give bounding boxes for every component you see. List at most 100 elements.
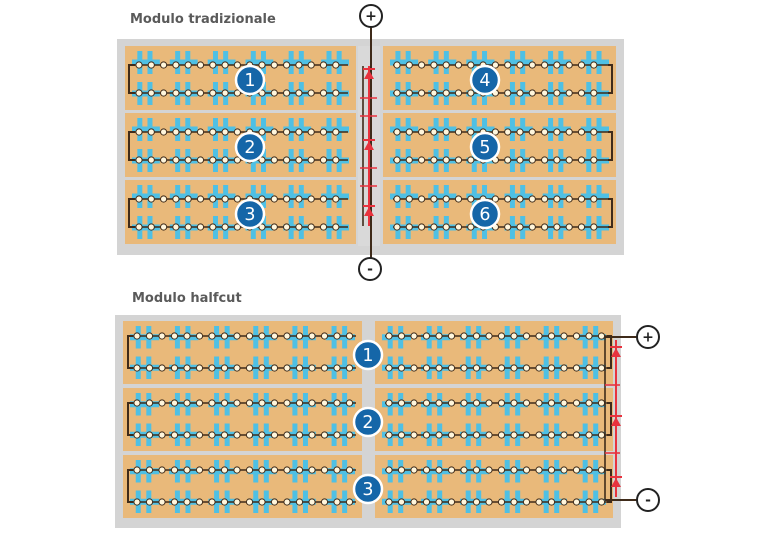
traditional-negative-terminal: - [358, 257, 382, 281]
solder-joint [135, 89, 143, 97]
solder-joint [345, 466, 354, 474]
solder-joint [460, 332, 468, 340]
solder-joint [332, 195, 340, 203]
solder-joint [405, 89, 413, 97]
solder-joint [295, 195, 303, 203]
string-number: 1 [244, 71, 255, 91]
solder-joint [233, 223, 241, 231]
solder-joint [208, 399, 216, 407]
string-loop [127, 335, 133, 369]
solder-joint [233, 61, 241, 69]
string-loop [608, 131, 613, 161]
solder-joint [410, 498, 418, 506]
solder-joint [497, 498, 506, 506]
solder-joint [319, 156, 328, 164]
solder-joint [541, 89, 549, 97]
solder-joint [208, 364, 216, 372]
solder-joint [283, 89, 291, 97]
solder-joint [410, 364, 418, 372]
solder-joint [145, 399, 154, 407]
solder-joint [393, 156, 401, 164]
solder-joint [220, 332, 229, 340]
solder-joint [233, 466, 241, 474]
solder-joint [393, 61, 401, 69]
solder-joint [405, 61, 413, 69]
solder-joint [522, 364, 531, 372]
solder-joint [422, 364, 431, 372]
solder-joint [158, 431, 166, 439]
solder-joint [320, 431, 329, 439]
solder-joint [590, 89, 598, 97]
solder-joint [510, 498, 518, 506]
solar-cell [387, 183, 422, 210]
string-loop [128, 64, 135, 94]
solder-joint [295, 431, 304, 439]
solder-joint [572, 399, 581, 407]
string-number: 2 [244, 138, 255, 158]
string-number: 1 [362, 346, 373, 366]
solder-joint [270, 128, 278, 136]
solder-joint [147, 128, 155, 136]
solder-joint [245, 431, 254, 439]
solder-joint [208, 498, 216, 506]
solder-joint [460, 364, 468, 372]
solder-joint [160, 156, 168, 164]
solder-joint [258, 195, 266, 203]
solder-joint [577, 223, 586, 231]
solder-joint [147, 61, 155, 69]
solder-joint [147, 89, 155, 97]
solder-joint [258, 364, 266, 372]
solder-joint [430, 195, 438, 203]
solder-joint [332, 156, 340, 164]
solder-joint [283, 61, 291, 69]
solder-joint [522, 498, 531, 506]
solder-joint [333, 364, 341, 372]
solar-cell [425, 183, 460, 210]
solder-joint [541, 61, 549, 69]
string-number-badge: 2 [234, 131, 266, 163]
solder-joint [170, 364, 179, 372]
solder-joint [133, 332, 141, 340]
solder-joint [560, 466, 568, 474]
solder-joint [195, 399, 204, 407]
solder-joint [385, 431, 393, 439]
solder-joint [422, 399, 431, 407]
solder-joint [535, 498, 543, 506]
string-loop [608, 198, 613, 228]
solder-joint [430, 223, 438, 231]
solder-joint [541, 195, 549, 203]
solder-joint [319, 61, 328, 69]
solder-joint [208, 431, 216, 439]
solder-joint [307, 61, 315, 69]
solder-joint [454, 156, 463, 164]
solar-cell [127, 324, 163, 351]
solder-joint [485, 431, 493, 439]
solder-joint [430, 128, 438, 136]
solder-joint [447, 399, 456, 407]
solder-joint [454, 89, 463, 97]
solder-joint [221, 61, 229, 69]
solder-joint [565, 89, 573, 97]
solder-joint [283, 195, 291, 203]
solder-joint [209, 128, 217, 136]
solar-cell [204, 183, 239, 210]
solder-joint [528, 89, 536, 97]
solder-joint [283, 399, 291, 407]
solar-cell [425, 116, 460, 143]
solder-joint [528, 195, 536, 203]
solder-joint [535, 399, 543, 407]
solder-joint [577, 128, 586, 136]
solder-joint [308, 431, 316, 439]
solder-joint [535, 431, 543, 439]
solder-joint [233, 89, 241, 97]
solder-joint [295, 128, 303, 136]
solder-joint [541, 128, 549, 136]
solar-cell [129, 49, 163, 76]
solder-joint [332, 223, 340, 231]
solder-joint [447, 498, 456, 506]
solar-cell [127, 458, 163, 485]
solder-joint [497, 466, 506, 474]
solder-joint [485, 498, 493, 506]
solder-joint [295, 156, 303, 164]
solder-joint [485, 399, 493, 407]
